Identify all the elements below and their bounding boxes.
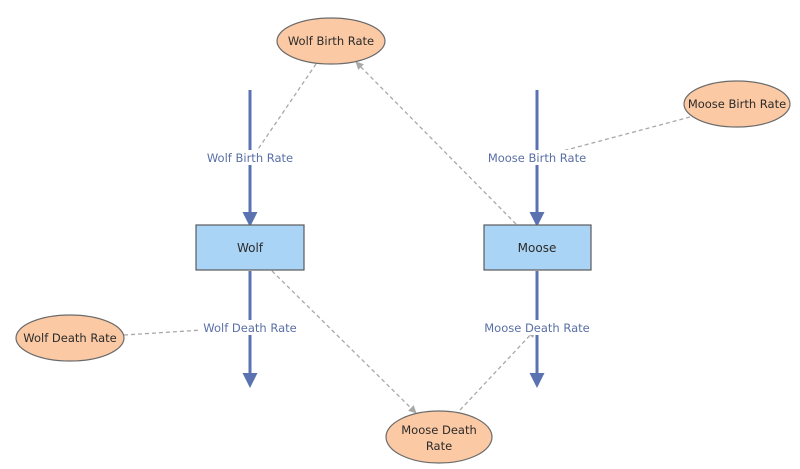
link-wolf-birth-rate-to-flow[interactable] — [251, 63, 317, 159]
moose-birth-flow-label-group: Moose Birth Rate — [484, 150, 590, 165]
wolf-birth-rate-variable[interactable]: Wolf Birth Rate — [276, 17, 386, 65]
moose-death-rate-label-line2: Rate — [426, 439, 452, 453]
moose-birth-rate-label: Moose Birth Rate — [688, 97, 786, 111]
wolf-death-flow-label-group: Wolf Death Rate — [200, 320, 300, 335]
moose-birth-rate-variable[interactable]: Moose Birth Rate — [683, 80, 791, 128]
link-moose-to-wolf-birth-rate[interactable] — [355, 61, 517, 225]
moose-birth-flow-label: Moose Birth Rate — [488, 151, 586, 165]
wolf-birth-flow-label: Wolf Birth Rate — [207, 151, 293, 165]
wolf-death-rate-label: Wolf Death Rate — [23, 331, 116, 345]
moose-death-flow-label: Moose Death Rate — [484, 321, 590, 335]
wolf-death-rate-variable[interactable]: Wolf Death Rate — [15, 314, 125, 362]
wolf-stock-label: Wolf — [237, 241, 264, 255]
wolf-birth-rate-label: Wolf Birth Rate — [288, 34, 374, 48]
moose-death-flow-label-group: Moose Death Rate — [484, 320, 590, 335]
wolf-birth-flow-label-group: Wolf Birth Rate — [200, 150, 300, 165]
moose-stock-label: Moose — [518, 241, 557, 255]
moose-death-rate-variable[interactable]: Moose Death Rate — [385, 410, 493, 464]
wolf-death-flow-label: Wolf Death Rate — [203, 321, 296, 335]
wolf-stock[interactable]: Wolf — [195, 224, 305, 271]
moose-stock[interactable]: Moose — [483, 224, 592, 271]
link-wolf-to-moose-death-rate[interactable] — [271, 270, 417, 414]
link-moose-death-rate-to-flow[interactable] — [459, 329, 536, 411]
moose-death-rate-label-line1: Moose Death — [401, 423, 477, 437]
